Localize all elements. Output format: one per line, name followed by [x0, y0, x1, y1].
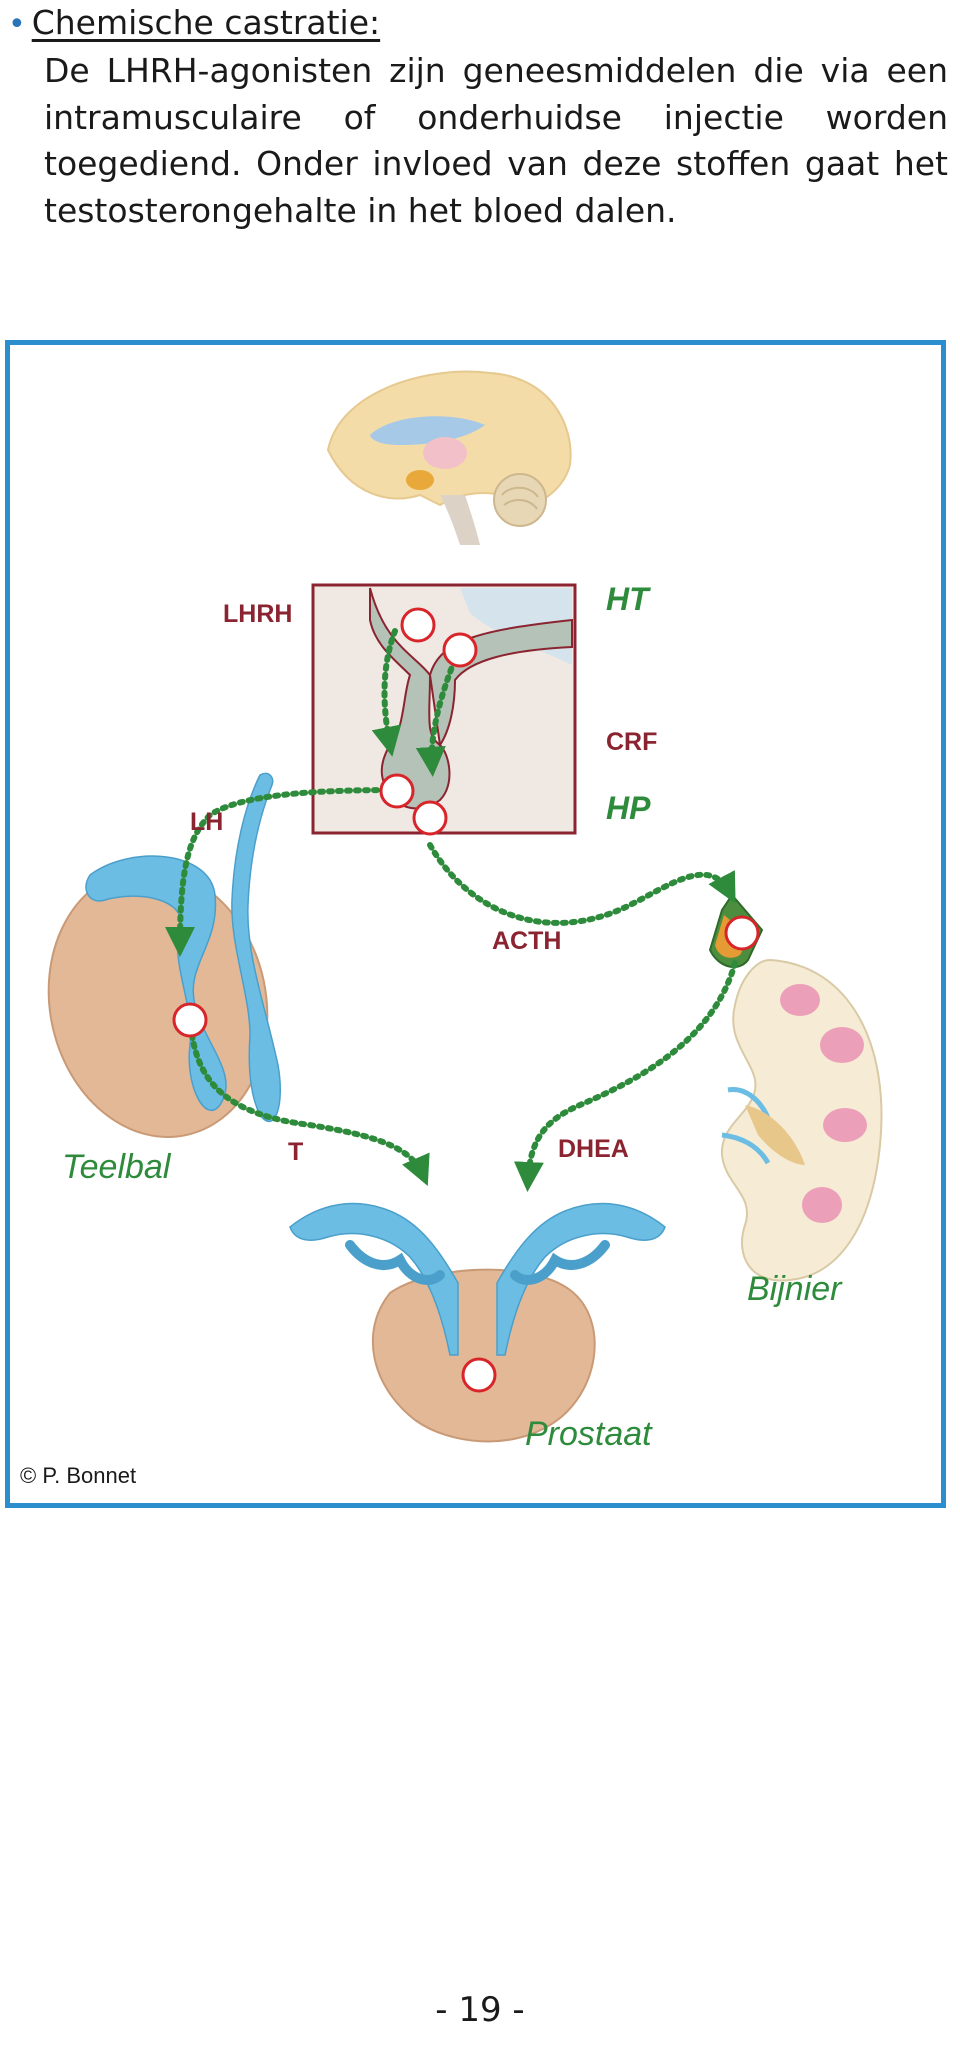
receptor-circle [724, 915, 760, 951]
body-paragraph: De LHRH-agonisten zijn geneesmiddelen di… [44, 51, 948, 230]
page-number: - 19 - [435, 1990, 525, 2030]
label-ht: HT [606, 581, 651, 617]
label-hp: HP [606, 790, 651, 826]
receptor-circle [461, 1357, 497, 1393]
prostaat-illustration [289, 1202, 666, 1443]
label-bijnier: Bijnier [747, 1270, 843, 1308]
arrow-t [189, 1032, 430, 1187]
receptor-circle [442, 632, 478, 668]
arrow-dhea [513, 960, 738, 1192]
hormone-arrows [165, 628, 738, 1192]
copyright-credit: © P. Bonnet [20, 1463, 136, 1488]
label-acth: ACTH [492, 927, 561, 955]
bijnier-kidney-illustration [720, 958, 883, 1282]
heading-text: Chemische castratie: [31, 3, 381, 42]
brain-illustration [326, 370, 572, 545]
receptor-circle [400, 607, 436, 643]
arrow-acth [427, 842, 736, 926]
receptor-circles [172, 607, 760, 1393]
label-t: T [288, 1138, 303, 1166]
teelbal-illustration [47, 772, 282, 1138]
hormone-diagram: LHRH LH CRF ACTH T DHEA HT HP Teelbal Bi… [5, 340, 946, 1508]
label-lh: LH [190, 808, 223, 836]
label-crf: CRF [606, 728, 657, 756]
arrow-lhrh [371, 628, 402, 757]
label-lhrh: LHRH [223, 600, 292, 628]
section-heading: •Chemische castratie: [8, 0, 380, 48]
receptor-circle [412, 800, 448, 836]
arrow-lh [165, 787, 398, 957]
receptor-circle [379, 773, 415, 809]
bullet-icon: • [8, 7, 26, 42]
diagram-svg: LHRH LH CRF ACTH T DHEA HT HP Teelbal Bi… [20, 370, 883, 1488]
label-prostaat: Prostaat [525, 1415, 653, 1453]
hypothalamus-panel [311, 583, 577, 835]
label-teelbal: Teelbal [62, 1148, 172, 1186]
receptor-circle [172, 1002, 208, 1038]
label-dhea: DHEA [558, 1135, 629, 1163]
